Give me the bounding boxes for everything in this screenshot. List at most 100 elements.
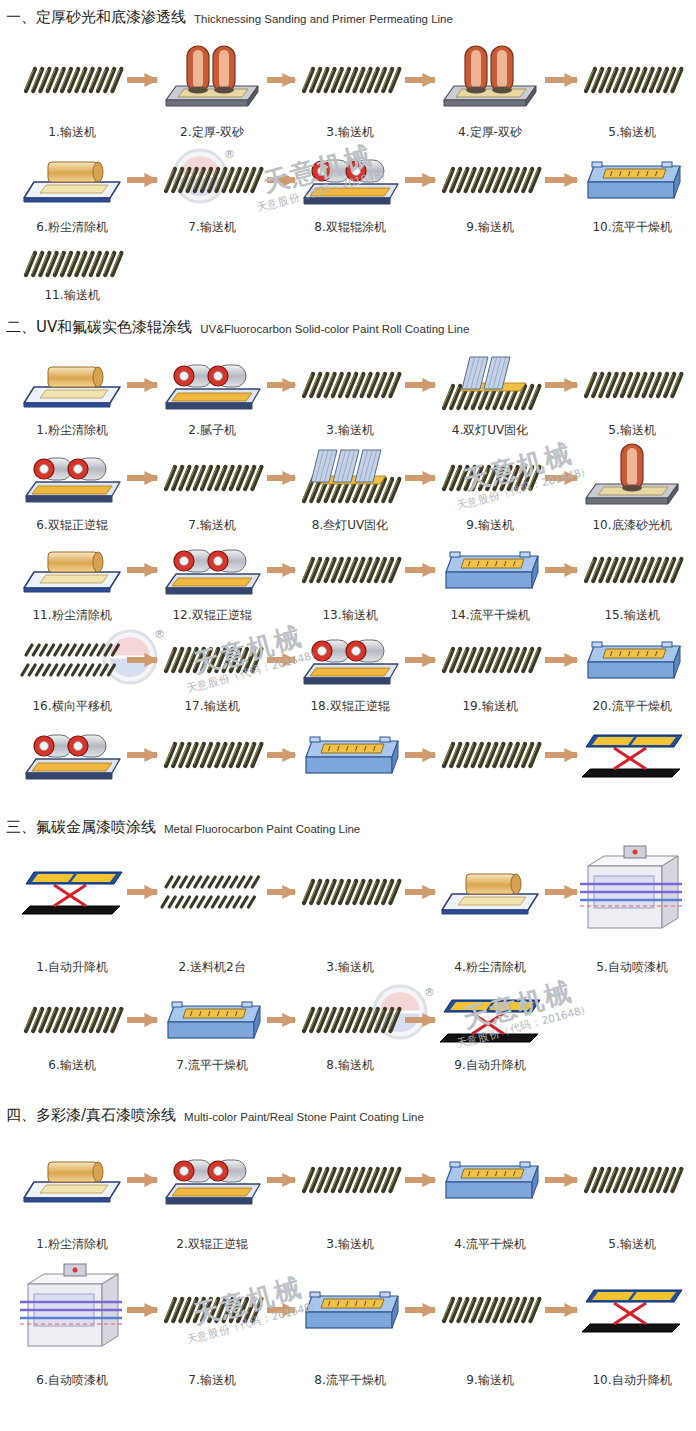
machine-drawing <box>254 1006 260 1038</box>
flow-arrow <box>405 1017 435 1023</box>
machine-drawing <box>346 882 354 901</box>
machine-drawing <box>244 468 252 487</box>
machine-drawing <box>650 375 658 394</box>
machine-drawing <box>93 162 103 182</box>
machine-drawing <box>180 170 188 189</box>
machine-drawing <box>48 645 54 655</box>
machine-drawing <box>530 170 538 189</box>
machine-drawing <box>252 170 260 189</box>
machine-drawing <box>230 468 238 487</box>
machine-drawing <box>329 746 331 751</box>
machine-drawing <box>390 479 399 501</box>
machine-drawing <box>622 485 642 492</box>
machine-drawing <box>580 883 682 886</box>
machine-drawing <box>208 170 216 189</box>
machine-drawing <box>219 50 229 88</box>
machine-drawing <box>443 745 451 764</box>
machine-drawing <box>446 556 538 572</box>
machine-drawing <box>458 650 466 669</box>
machine-drawing <box>624 846 646 858</box>
step-label: 1.粉尘清除机 <box>36 1237 107 1252</box>
step-label: 20.流平干燥机 <box>592 699 671 714</box>
machine-drawing <box>201 170 209 189</box>
step-label: 8.流平干燥机 <box>314 1373 385 1388</box>
step-label: 1.粉尘清除机 <box>36 423 107 438</box>
machine-drawing <box>216 468 224 487</box>
machine-drawing <box>522 650 530 669</box>
machine-drawing <box>187 170 195 189</box>
process-step: 6.输送机 <box>20 990 124 1073</box>
machine-drawing <box>650 560 658 579</box>
machine-drawing <box>636 375 644 394</box>
machine-drawing <box>216 877 222 887</box>
machine-drawing <box>588 866 662 928</box>
machine-drawing <box>332 375 340 394</box>
machine-drawing <box>471 50 481 88</box>
machine-drawing <box>173 877 179 887</box>
machine-drawing <box>668 484 678 504</box>
machine-drawing <box>91 645 97 655</box>
machine-drawing <box>501 650 509 669</box>
section-heading: UV&Fluorocarbon Solid-color Paint Roll C… <box>200 322 469 336</box>
process-step: 6.双辊正逆辊 <box>20 442 124 533</box>
machine-drawing <box>374 746 376 751</box>
machine-drawing <box>40 70 48 89</box>
machine-drawing <box>62 645 68 655</box>
section-heading: Multi-color Paint/Real Stone Paint Coati… <box>184 1110 424 1124</box>
machine-drawing <box>657 1170 665 1189</box>
machine-drawing <box>208 745 216 764</box>
machine-drawing <box>501 170 509 189</box>
machine-drawing <box>368 882 376 901</box>
machine-drawing <box>674 646 680 678</box>
machine-drawing <box>600 1170 608 1189</box>
step-label: 2.送料机2台 <box>178 960 245 975</box>
machine-drawing <box>26 496 112 502</box>
machine-drawing <box>112 254 120 273</box>
machine-drawing <box>216 170 224 189</box>
machine-drawing <box>93 1162 103 1182</box>
machine-drawing <box>375 1010 383 1029</box>
machine-drawing <box>375 70 383 89</box>
flow-arrow <box>267 382 295 388</box>
process-step: 14.流平干燥机 <box>438 535 542 623</box>
machine-drawing <box>491 46 513 92</box>
machine-drawing <box>588 182 674 198</box>
machine-drawing <box>112 1009 121 1031</box>
machine-drawing <box>479 650 487 669</box>
machine-drawing <box>446 572 532 588</box>
step-label: 3.输送机 <box>326 423 373 438</box>
machine-drawing <box>643 560 651 579</box>
process-step: 5.自动喷漆机 <box>580 852 684 975</box>
flow-arrow <box>127 475 157 481</box>
machine-drawing <box>514 561 516 566</box>
machine-drawing <box>586 484 678 498</box>
machine-drawing <box>530 745 538 764</box>
machine-drawing <box>631 1292 676 1300</box>
machine-drawing <box>472 745 480 764</box>
machine-drawing <box>227 1011 229 1016</box>
machine-drawing <box>200 1011 202 1016</box>
machine-drawing <box>68 70 76 89</box>
machine-drawing <box>231 877 237 887</box>
machine-drawing <box>83 254 91 273</box>
machine-drawing <box>24 572 120 588</box>
machine-drawing <box>656 651 658 656</box>
machine-drawing <box>628 375 636 394</box>
machine-drawing <box>390 1170 398 1189</box>
machine-drawing <box>588 646 680 662</box>
machine-drawing <box>492 87 512 94</box>
machine-drawing <box>172 1002 182 1007</box>
machine-drawing <box>643 375 651 394</box>
machine-drawing <box>191 1011 193 1016</box>
machine-drawing <box>620 171 622 176</box>
machine-drawing <box>40 1185 108 1193</box>
machine-drawing <box>466 874 516 894</box>
machine-drawing <box>306 741 398 757</box>
machine-drawing <box>310 1292 320 1297</box>
machine-drawing <box>55 645 61 655</box>
machine-drawing <box>465 1300 473 1319</box>
machine-drawing <box>369 451 377 481</box>
step-label: 11.粉尘清除机 <box>32 608 111 623</box>
machine-drawing <box>478 561 480 566</box>
